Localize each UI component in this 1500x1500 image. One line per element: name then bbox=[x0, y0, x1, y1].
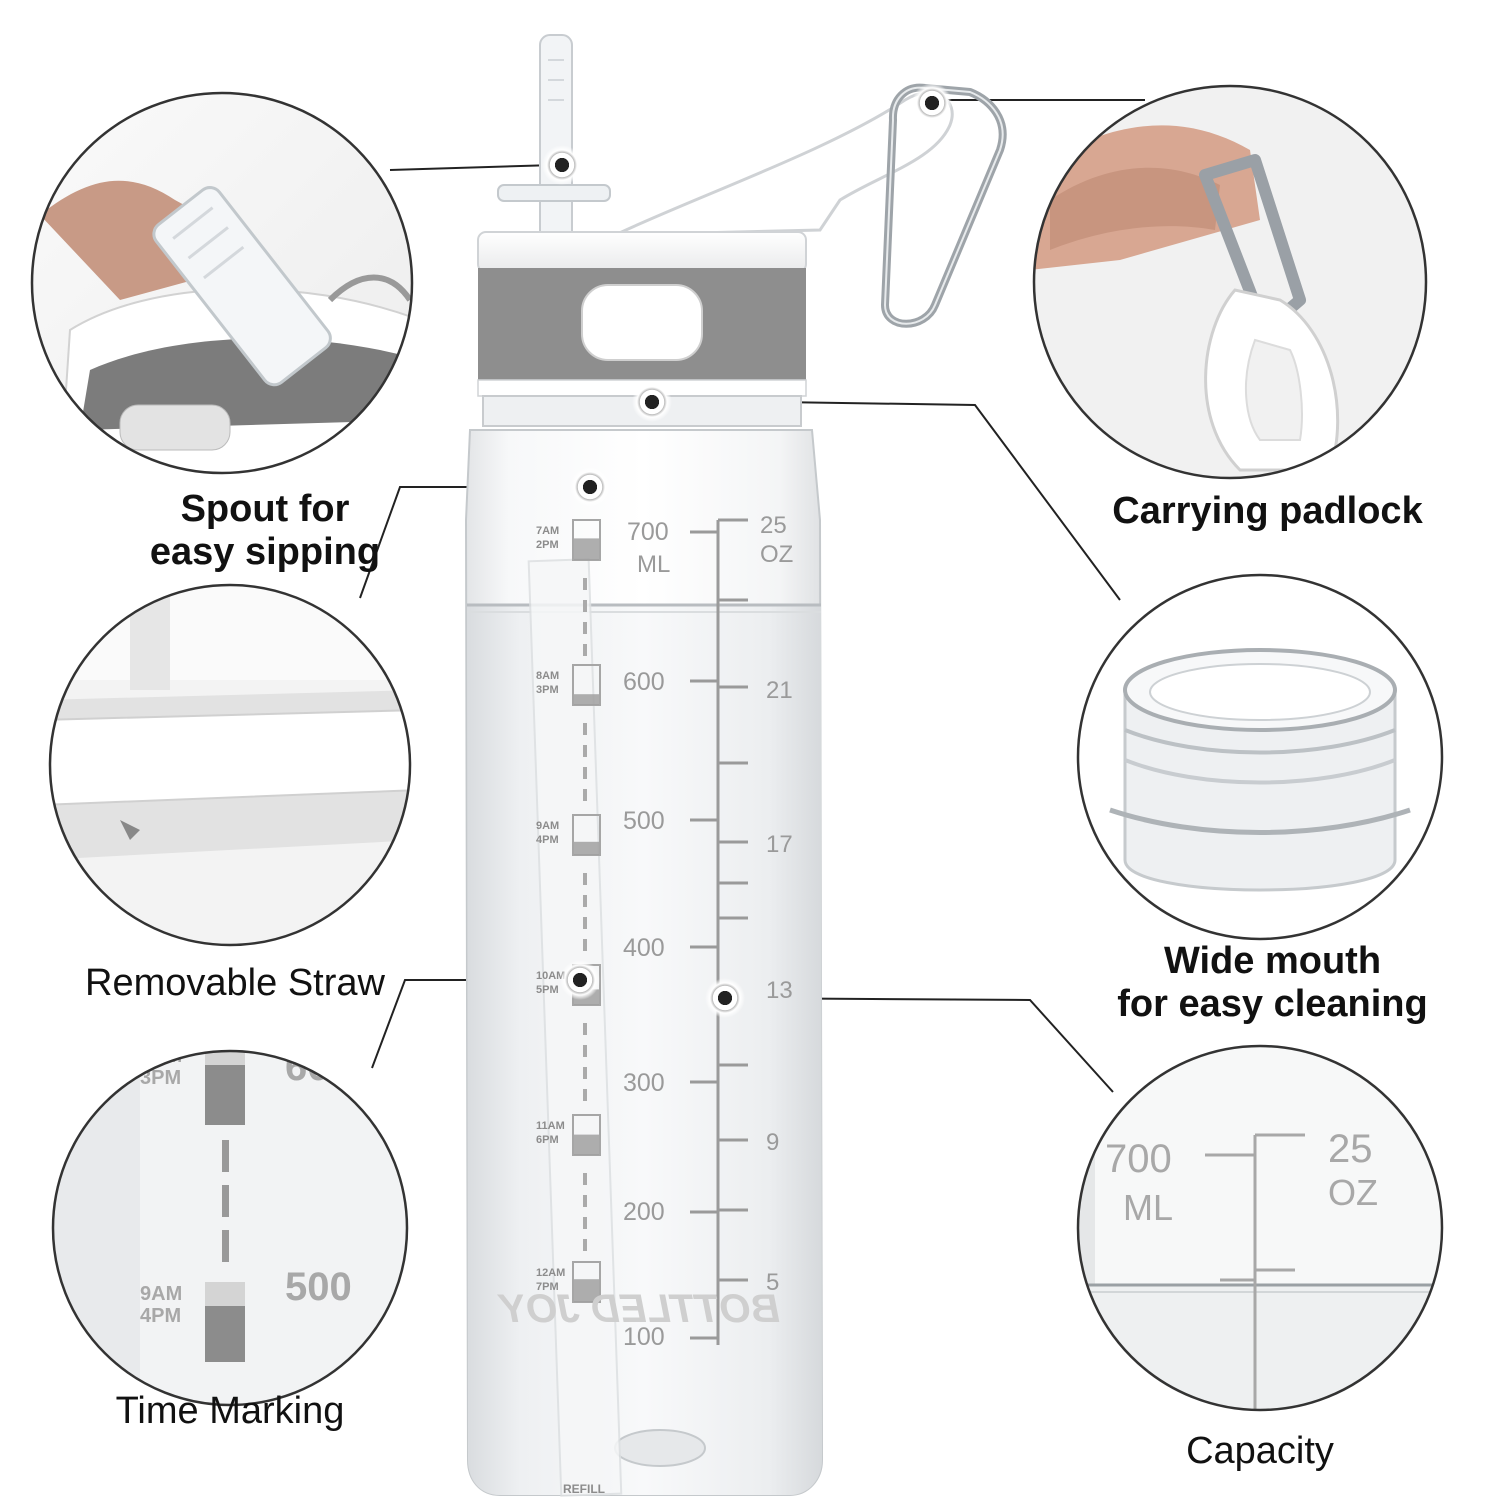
zoom-capacity-ml: 700 bbox=[1105, 1137, 1172, 1181]
cap-button bbox=[581, 284, 703, 361]
zoom-time-bottom-1: 9AM bbox=[140, 1283, 182, 1305]
time-marking-closeup: 8AM 3PM 9AM 4PM 600 500 bbox=[51, 1045, 409, 1407]
time-dash bbox=[583, 1067, 587, 1079]
time-dash bbox=[583, 1089, 587, 1101]
callout-spout-line-2: easy sipping bbox=[149, 530, 381, 573]
spout-callout-line bbox=[389, 164, 556, 171]
time-cup-fill bbox=[574, 694, 599, 705]
capacity-callout-line bbox=[724, 997, 1114, 1093]
zoom-value-500: 500 bbox=[285, 1265, 352, 1309]
oz-17: 17 bbox=[766, 831, 793, 858]
time-dash bbox=[583, 1217, 587, 1229]
spout-closeup bbox=[30, 91, 414, 475]
zoom-time-top-2: 3PM bbox=[140, 1067, 181, 1089]
time-dash bbox=[583, 789, 587, 801]
mouth-closeup bbox=[1076, 573, 1444, 941]
time-dash bbox=[583, 917, 587, 929]
marker-capacity bbox=[705, 978, 745, 1018]
water bbox=[467, 605, 822, 1495]
time-markings: 7AM2PM8AM3PM9AM4PM10AM5PM11AM6PM12AM7PM … bbox=[536, 519, 605, 1496]
time-label: 9AM bbox=[536, 820, 559, 832]
callout-spout-line-1: Spout for bbox=[180, 488, 350, 530]
time-dash bbox=[583, 1023, 587, 1035]
oz-13: 13 bbox=[766, 977, 793, 1004]
ml-unit: ML bbox=[637, 551, 670, 578]
time-dash bbox=[583, 873, 587, 885]
water-bottle: 7AM2PM8AM3PM9AM4PM10AM5PM11AM6PM12AM7PM … bbox=[464, 34, 1007, 1497]
time-dash bbox=[583, 600, 587, 612]
time-dash bbox=[583, 1045, 587, 1057]
marker-mouth bbox=[632, 382, 672, 422]
zoom-capacity-ml-unit: ML bbox=[1123, 1187, 1173, 1228]
zoom-capacity-oz: 25 bbox=[1328, 1127, 1373, 1171]
cap-handle bbox=[614, 91, 954, 237]
callout-time: Time Marking bbox=[115, 1390, 345, 1432]
callout-straw: Removable Straw bbox=[85, 962, 385, 1004]
ml-500: 500 bbox=[623, 807, 665, 835]
time-label: 12AM bbox=[536, 1267, 565, 1279]
ml-300: 300 bbox=[623, 1069, 665, 1097]
time-label: 11AM bbox=[536, 1120, 565, 1132]
brand-mirrored: BOTTLED JOY bbox=[497, 1287, 780, 1331]
time-cup-fill bbox=[574, 841, 599, 855]
time-label: 2PM bbox=[536, 539, 559, 551]
ml-600: 600 bbox=[623, 668, 665, 696]
marker-spout bbox=[542, 145, 582, 185]
time-dash bbox=[583, 1173, 587, 1185]
padlock-closeup bbox=[1032, 84, 1428, 480]
callout-markers bbox=[542, 83, 952, 1018]
callout-spout: Spout for easy sipping bbox=[125, 488, 405, 573]
capacity-closeup: 700 ML 25 OZ bbox=[1076, 1044, 1444, 1412]
straw-closeup bbox=[48, 583, 412, 947]
oz-9: 9 bbox=[766, 1129, 779, 1156]
measurement-scale: 700 ML 25 OZ 600 500 400 300 200 100 21 … bbox=[623, 512, 793, 1351]
time-dash bbox=[583, 578, 587, 590]
time-label: 8AM bbox=[536, 670, 559, 682]
callout-mouth: Wide mouth for easy cleaning bbox=[1105, 940, 1440, 1025]
time-dash bbox=[583, 745, 587, 757]
marker-straw bbox=[570, 467, 610, 507]
time-dash bbox=[583, 767, 587, 779]
time-dash bbox=[583, 644, 587, 656]
time-label: 7PM bbox=[536, 1281, 559, 1293]
time-label: 7AM bbox=[536, 525, 559, 537]
marker-padlock bbox=[912, 83, 952, 123]
cap-top bbox=[477, 231, 807, 273]
time-dash bbox=[583, 895, 587, 907]
callout-mouth-line-1: Wide mouth bbox=[1163, 940, 1382, 982]
oz-25: 25 bbox=[760, 512, 787, 539]
time-label: 10AM bbox=[536, 970, 565, 982]
ml-700: 700 bbox=[627, 518, 669, 546]
time-label: 6PM bbox=[536, 1134, 559, 1146]
oz-5: 5 bbox=[766, 1269, 779, 1296]
time-dash bbox=[583, 1239, 587, 1251]
refill-label: REFILL bbox=[563, 1482, 605, 1496]
ml-100: 100 bbox=[623, 1323, 665, 1351]
time-label: 5PM bbox=[536, 984, 559, 996]
callout-mouth-line-2: for easy cleaning bbox=[1117, 982, 1428, 1025]
ml-200: 200 bbox=[623, 1198, 665, 1226]
time-cup-fill bbox=[574, 1134, 599, 1155]
zoom-time-bottom-2: 4PM bbox=[140, 1305, 181, 1327]
time-dash bbox=[583, 939, 587, 951]
marker-time bbox=[560, 960, 600, 1000]
oz-21: 21 bbox=[766, 677, 793, 704]
time-dash bbox=[583, 1195, 587, 1207]
ml-400: 400 bbox=[623, 934, 665, 962]
callout-padlock: Carrying padlock bbox=[1112, 490, 1423, 532]
zoom-value-600: 600 bbox=[285, 1045, 352, 1089]
time-dash bbox=[583, 622, 587, 634]
oz-unit: OZ bbox=[760, 541, 793, 568]
callout-capacity: Capacity bbox=[1186, 1430, 1334, 1472]
time-cup-fill bbox=[574, 1279, 599, 1302]
time-label: 3PM bbox=[536, 684, 559, 696]
time-dash bbox=[583, 723, 587, 735]
time-label: 4PM bbox=[536, 834, 559, 846]
zoom-capacity-oz-unit: OZ bbox=[1328, 1172, 1378, 1213]
time-cup-fill bbox=[574, 538, 599, 560]
